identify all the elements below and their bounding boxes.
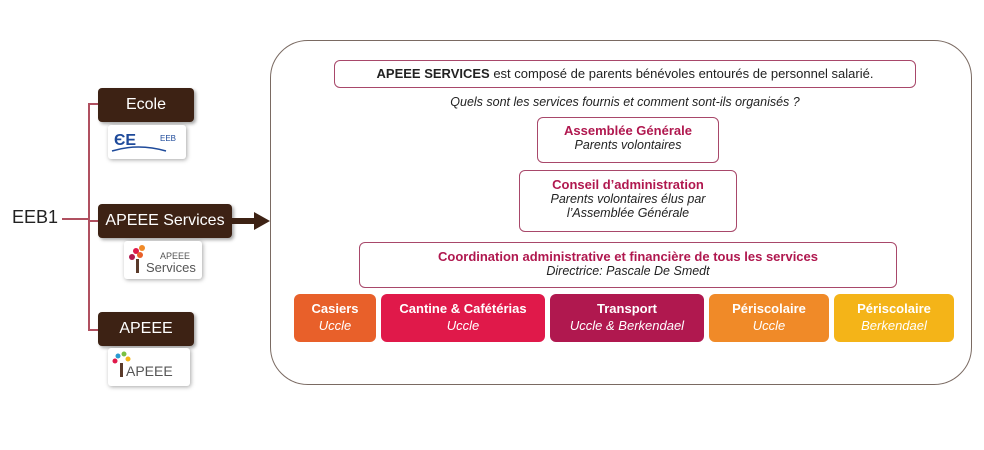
service-location: Uccle & Berkendael xyxy=(569,318,685,333)
services-frame xyxy=(270,40,972,385)
arrow-icon xyxy=(232,212,270,230)
service-location: Uccle xyxy=(318,318,352,333)
service-periscolaire-berkendael: Périscolaire Berkendael xyxy=(834,294,954,342)
council-sub1: Parents volontaires élus par xyxy=(550,192,706,206)
ecole-logo: ЄE EEB xyxy=(108,125,186,159)
svg-text:ЄE: ЄE xyxy=(114,132,136,149)
service-name: Casiers xyxy=(311,301,359,316)
council-sub2: l’Assemblée Générale xyxy=(566,206,690,220)
council-box: Conseil d’administration Parents volonta… xyxy=(519,170,737,232)
svg-text:Services: Services xyxy=(146,260,196,275)
service-name: Transport xyxy=(597,301,657,316)
branch-line-services xyxy=(88,220,100,222)
ecole-logo-text: EEB xyxy=(160,134,176,143)
question-text: Quels sont les services fournis et comme… xyxy=(450,95,800,109)
coordination-sub: Directrice: Pascale De Smedt xyxy=(546,264,710,278)
tree-trunk-line xyxy=(88,103,90,330)
service-location: Uccle xyxy=(446,318,480,333)
root-connector xyxy=(62,218,88,220)
intro-box: APEEE SERVICES est composé de parents bé… xyxy=(334,60,916,88)
service-name: Cantine & Cafétérias xyxy=(399,301,527,316)
coordination-box: Coordination administrative et financièr… xyxy=(359,242,897,288)
service-periscolaire-uccle: Périscolaire Uccle xyxy=(709,294,829,342)
service-cantine: Cantine & Cafétérias Uccle xyxy=(381,294,545,342)
node-ecole: Ecole xyxy=(98,88,194,122)
node-apeee: APEEE xyxy=(98,312,194,346)
service-transport: Transport Uccle & Berkendael xyxy=(550,294,704,342)
service-name: Périscolaire xyxy=(857,301,931,316)
intro-text: est composé de parents bénévoles entouré… xyxy=(489,66,874,81)
node-apeee-services: APEEE Services xyxy=(98,204,232,238)
assembly-sub: Parents volontaires xyxy=(574,138,682,152)
tree-logo-icon: APEEE Services xyxy=(129,245,196,275)
service-name: Périscolaire xyxy=(732,301,806,316)
service-location: Uccle xyxy=(752,318,786,333)
coordination-title: Coordination administrative et financièr… xyxy=(437,249,818,264)
svg-text:APEEE: APEEE xyxy=(160,251,190,261)
apeee-services-logo: APEEE Services xyxy=(124,241,202,279)
assembly-title: Assemblée Générale xyxy=(564,123,692,138)
assembly-box: Assemblée Générale Parents volontaires xyxy=(537,117,719,163)
service-location: Berkendael xyxy=(861,318,927,333)
ecole-logo-icon: ЄE EEB xyxy=(111,132,176,152)
apeee-logo-text: APEEE xyxy=(126,363,173,379)
service-casiers: Casiers Uccle xyxy=(294,294,376,342)
apeee-logo: APEEE xyxy=(108,348,190,386)
branch-line-apeee xyxy=(88,329,100,331)
council-title: Conseil d’administration xyxy=(552,177,704,192)
root-label: EEB1 xyxy=(12,207,59,227)
apeee-tree-logo-icon: APEEE xyxy=(112,351,173,379)
intro-bold: APEEE SERVICES xyxy=(376,66,490,81)
branch-line-ecole xyxy=(88,103,100,105)
